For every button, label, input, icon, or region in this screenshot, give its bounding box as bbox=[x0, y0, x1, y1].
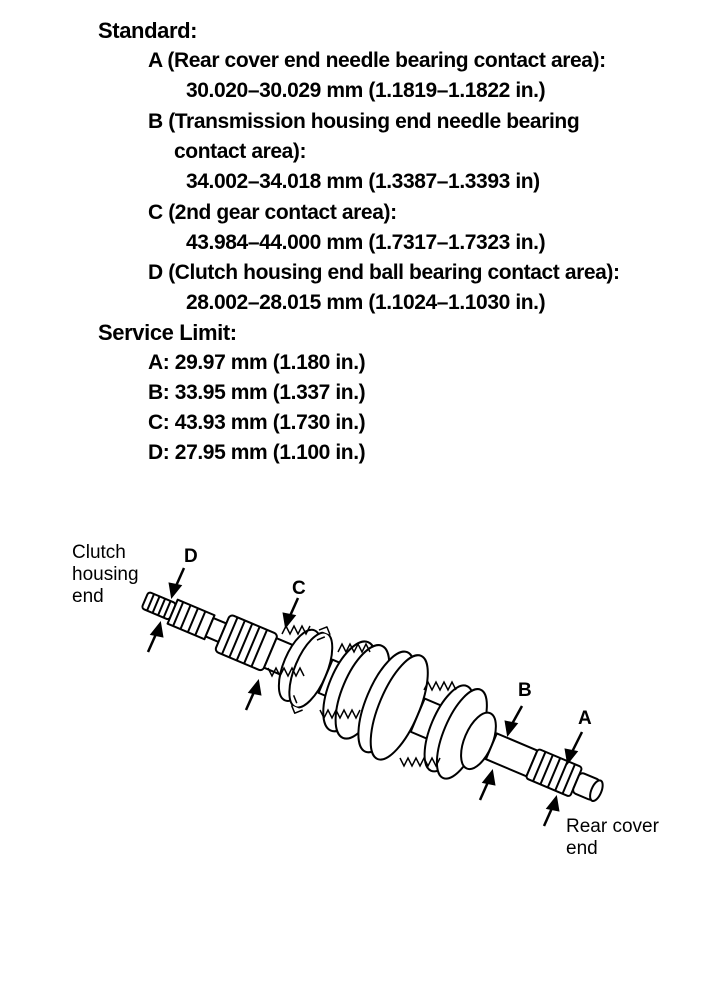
standard-c-value: 43.984–44.000 mm (1.7317–1.7323 in.) bbox=[186, 231, 546, 254]
standard-heading: Standard: bbox=[98, 18, 198, 43]
service-limit-c: C: 43.93 mm (1.730 in.) bbox=[148, 411, 366, 434]
rear-end-label-2: end bbox=[566, 838, 598, 859]
letter-a: A bbox=[578, 708, 592, 729]
letter-b: B bbox=[518, 680, 532, 701]
mainshaft-illustration bbox=[141, 567, 604, 827]
standard-b-value: 34.002–34.018 mm (1.3387–1.3393 in) bbox=[186, 170, 540, 193]
service-limit-d: D: 27.95 mm (1.100 in.) bbox=[148, 441, 366, 464]
rear-end-label-1: Rear cover bbox=[566, 816, 659, 837]
standard-a-value: 30.020–30.029 mm (1.1819–1.1822 in.) bbox=[186, 79, 546, 102]
standard-c-label: C (2nd gear contact area): bbox=[148, 201, 397, 224]
standard-b-label-cont: contact area): bbox=[174, 140, 307, 163]
standard-b-label: B (Transmission housing end needle beari… bbox=[148, 110, 580, 133]
letter-c: C bbox=[292, 578, 306, 599]
mainshaft-figure: Clutch housing end Rear cover end D C B … bbox=[0, 520, 704, 900]
standard-d-label: D (Clutch housing end ball bearing conta… bbox=[148, 261, 620, 284]
service-limit-heading: Service Limit: bbox=[98, 320, 237, 345]
clutch-end-label-1: Clutch bbox=[72, 542, 126, 563]
clutch-end-label-3: end bbox=[72, 586, 104, 607]
clutch-end-label-2: housing bbox=[72, 564, 139, 585]
standard-d-value: 28.002–28.015 mm (1.1024–1.1030 in.) bbox=[186, 291, 546, 314]
service-limit-b: B: 33.95 mm (1.337 in.) bbox=[148, 381, 366, 404]
letter-d: D bbox=[184, 546, 198, 567]
standard-a-label: A (Rear cover end needle bearing contact… bbox=[148, 49, 606, 72]
service-limit-a: A: 29.97 mm (1.180 in.) bbox=[148, 351, 366, 374]
